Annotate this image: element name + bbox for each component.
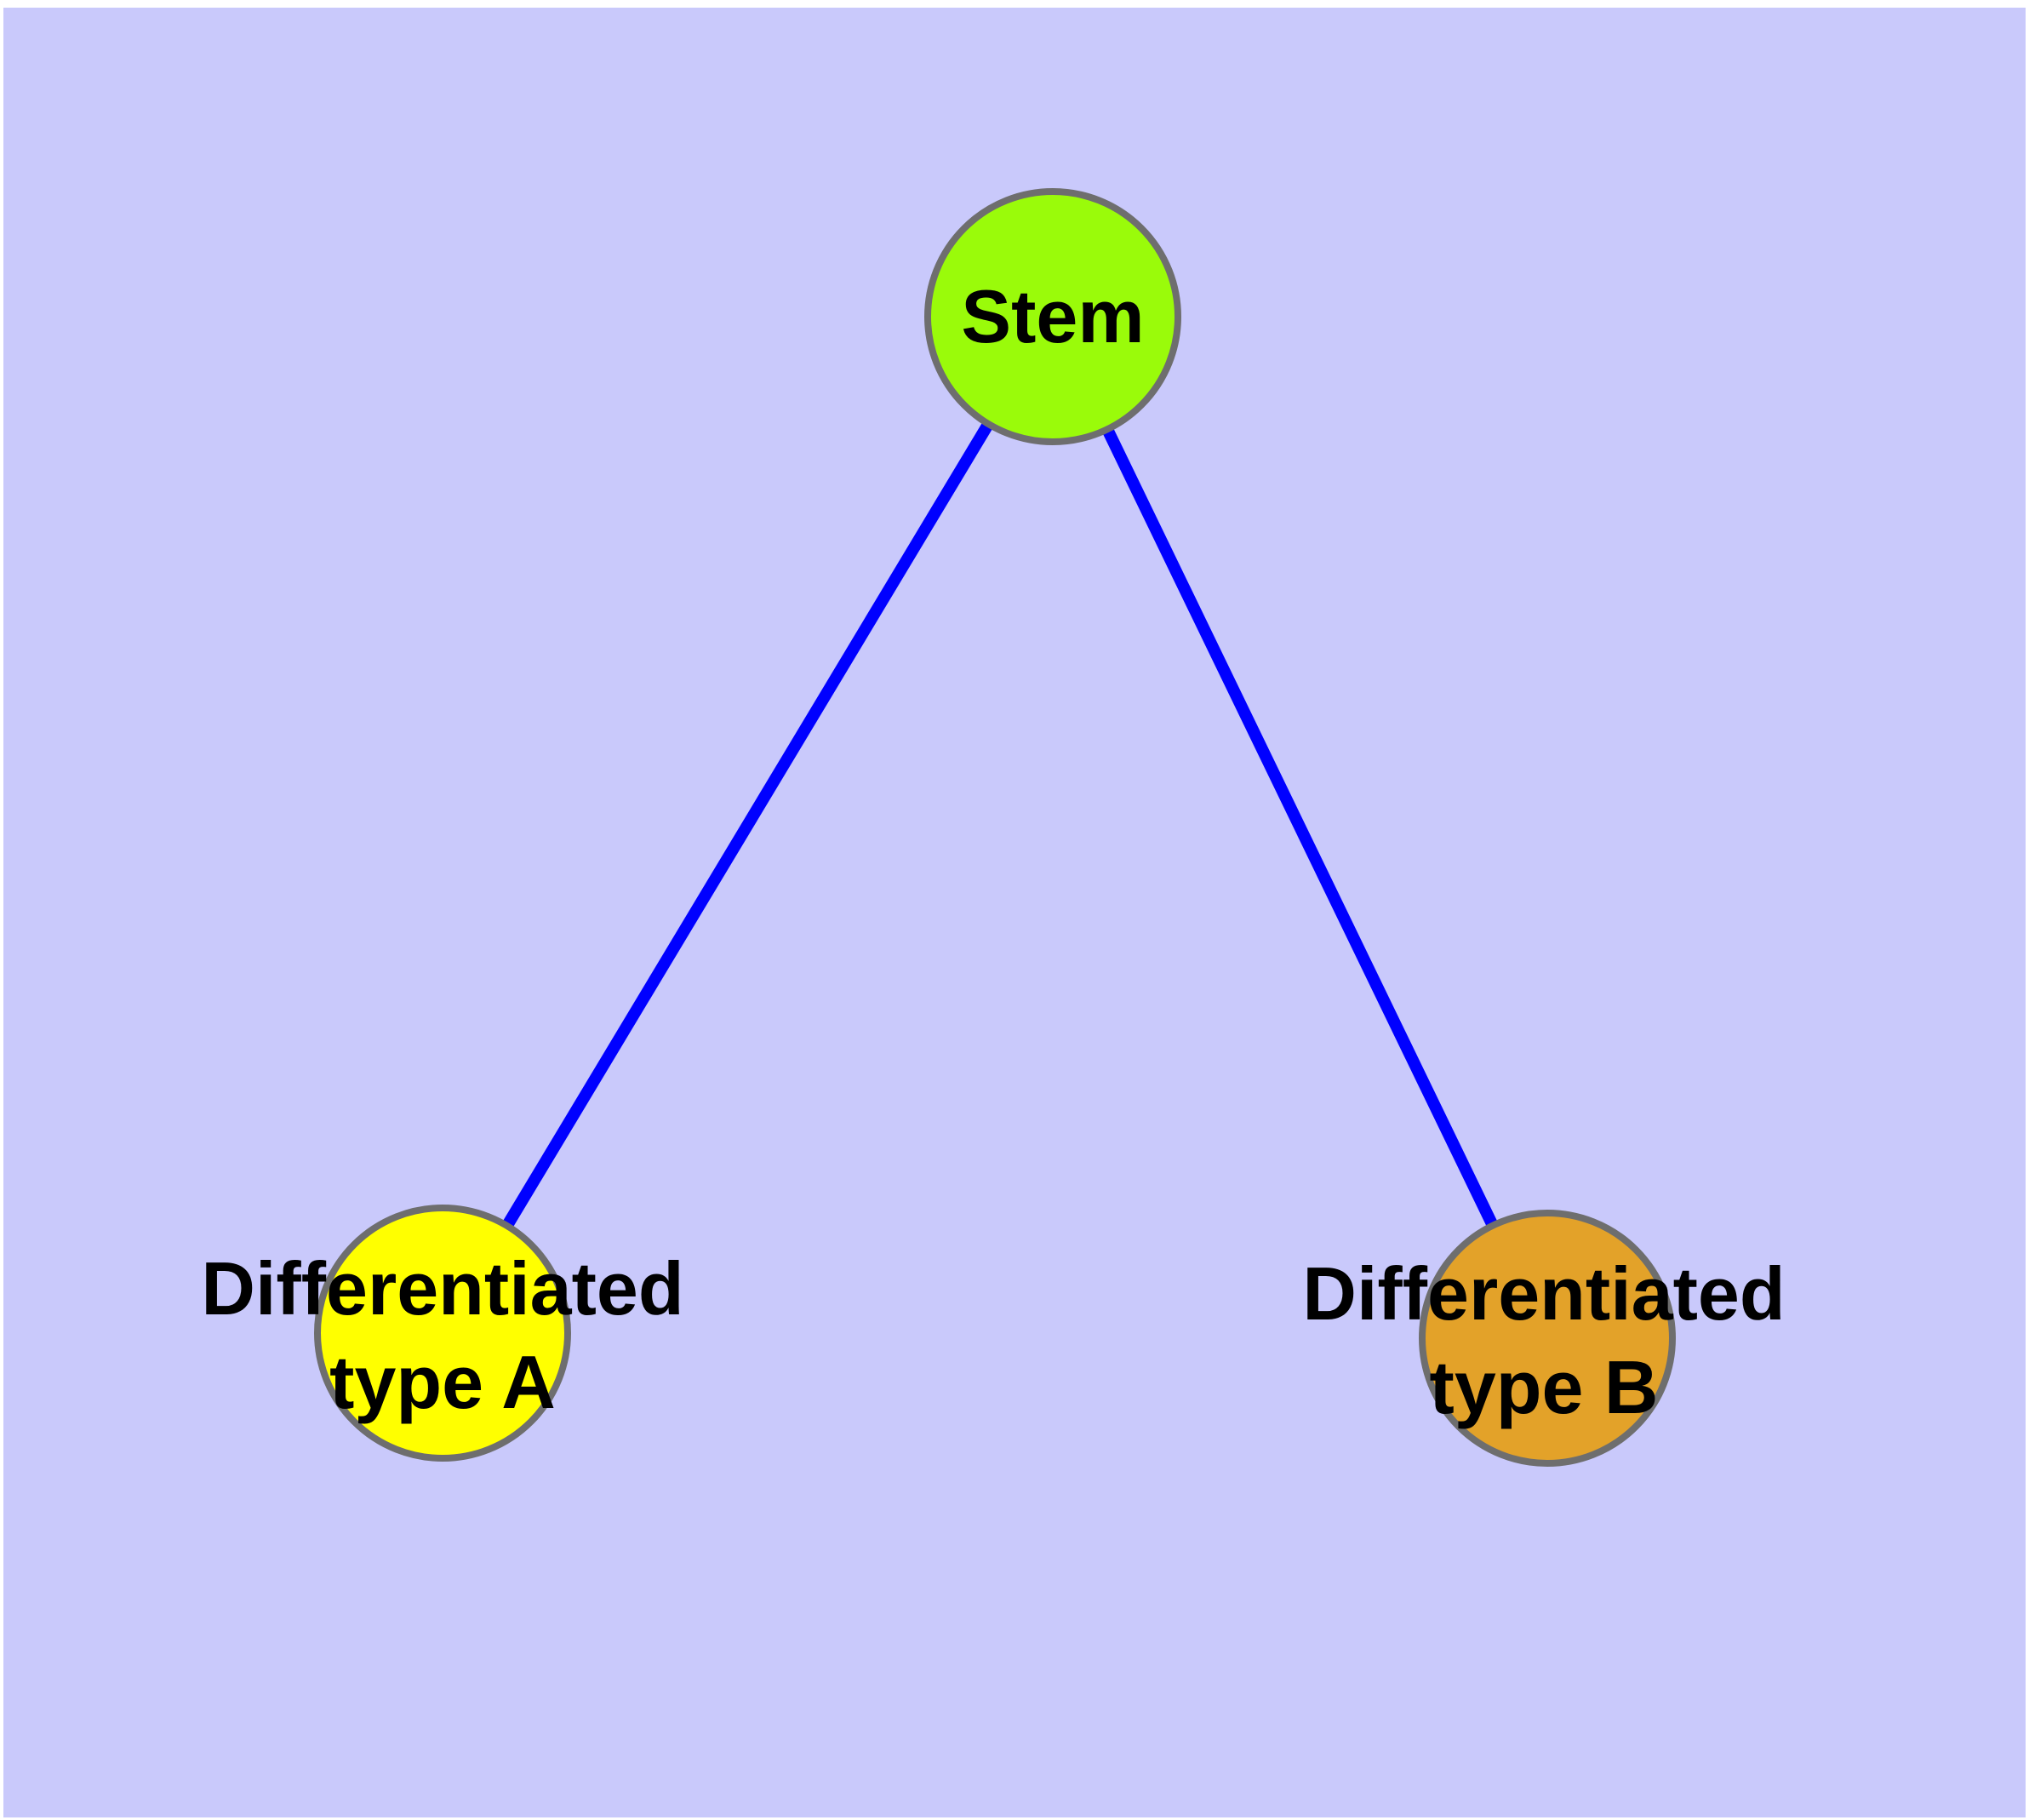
node-stem-circle [924,188,1181,445]
node-differentiated-type-b-circle [1419,1210,1676,1467]
plot-background-panel: Stem Differentiated type A Differentiate… [3,8,2026,1817]
node-differentiated-type-a-circle [314,1205,571,1462]
edge-stem-to-type-a [437,313,1059,1336]
edges-layer [437,313,1553,1342]
edge-stem-to-type-b [1047,313,1553,1342]
